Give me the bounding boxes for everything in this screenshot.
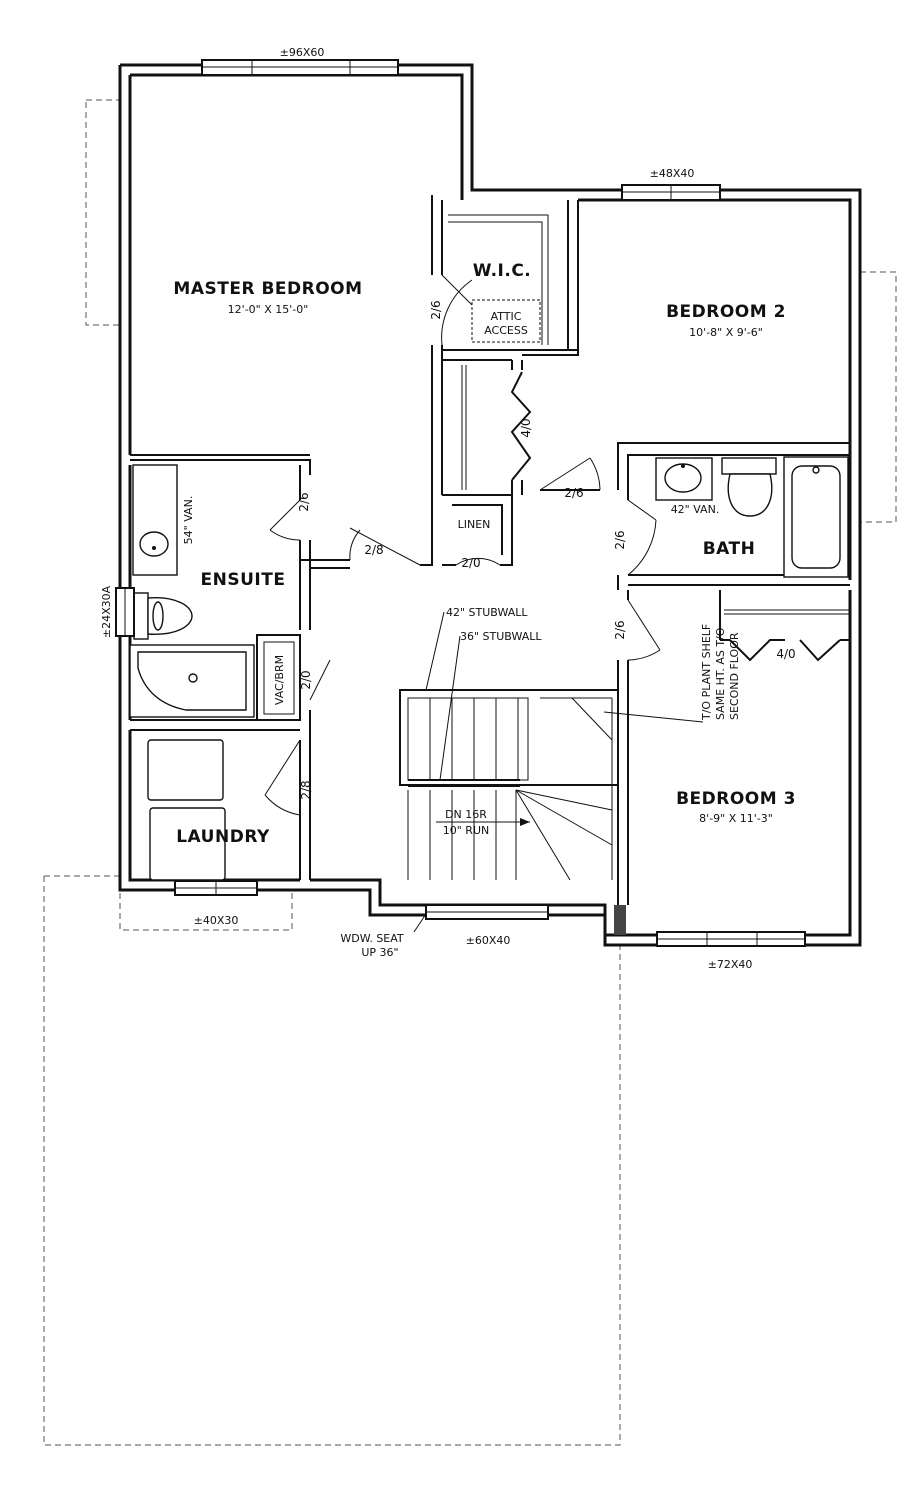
wic-name: W.I.C. [473, 261, 532, 281]
door-swings [264, 274, 841, 816]
bedroom-3-size: 8'-9" X 11'-3" [699, 812, 773, 825]
door-label-ensuite: 2/6 [297, 492, 311, 511]
window-label-bedroom-3: ±72X40 [708, 958, 753, 971]
bath-name: BATH [703, 539, 756, 559]
bedroom-3-name: BEDROOM 3 [676, 789, 796, 809]
door-label-vac-brm: 2/0 [299, 670, 313, 689]
stubwall-36-note: 36" STUBWALL [460, 630, 542, 643]
master-bedroom-size: 12'-0" X 15'-0" [228, 303, 309, 316]
door-label-laundry: 2/8 [299, 780, 313, 799]
laundry-name: LAUNDRY [176, 827, 270, 847]
stubwall-42-note: 42" STUBWALL [446, 606, 528, 619]
door-label-bedroom-3-closet: 4/0 [776, 647, 795, 661]
window-label-window-seat: ±60X40 [466, 934, 511, 947]
bedroom-2-size: 10'-8" X 9'-6" [689, 326, 763, 339]
plant-shelf-line-2: SAME HT. AS T/O [714, 627, 727, 720]
door-label-bath: 2/6 [613, 530, 627, 549]
plant-shelf-line-1: T/O PLANT SHELF [700, 624, 713, 721]
windows [115, 59, 806, 947]
door-label-wic: 2/6 [429, 300, 443, 319]
door-label-master: 2/8 [364, 543, 383, 557]
vanity-54-note: 54" VAN. [182, 496, 195, 545]
door-label-bedroom-2: 2/6 [564, 486, 583, 500]
bedroom-2-name: BEDROOM 2 [666, 302, 786, 322]
plant-shelf-line-3: SECOND FLOOR [728, 632, 741, 720]
ensuite-name: ENSUITE [201, 570, 286, 590]
window-seat-line-1: WDW. SEAT [340, 932, 404, 945]
linen-name: LINEN [458, 518, 491, 531]
attic-access-line-1: ATTIC [491, 310, 522, 323]
stair-risers-note: DN 16R [445, 808, 487, 821]
window-label-master: ±96X60 [280, 46, 325, 59]
window-seat-line-2: UP 36" [361, 946, 398, 959]
dashed-outlines [43, 99, 897, 1446]
vanity-42-note: 42" VAN. [671, 503, 720, 516]
window-label-bedroom-2: ±48X40 [650, 167, 695, 180]
attic-access-line-2: ACCESS [484, 324, 528, 337]
door-label-hall-closet: 4/0 [519, 418, 533, 437]
vac-brm-name: VAC/BRM [273, 655, 286, 705]
stair-run-note: 10" RUN [443, 824, 489, 837]
window-label-ensuite: ±24X30A [100, 585, 113, 638]
window-label-laundry: ±40X30 [194, 914, 239, 927]
interior-walls [130, 195, 850, 935]
master-bedroom-name: MASTER BEDROOM [173, 279, 362, 299]
door-label-bedroom-3: 2/6 [613, 620, 627, 639]
door-label-linen: 2/0 [461, 556, 480, 570]
